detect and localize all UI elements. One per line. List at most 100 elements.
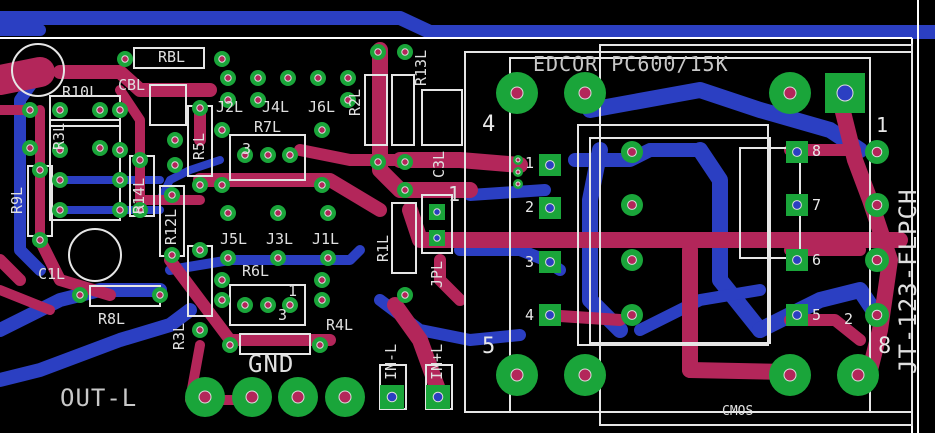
pad-drill: [510, 86, 524, 100]
transformer-outline: [464, 44, 913, 426]
pad-drill: [318, 296, 326, 304]
pad-drill: [515, 157, 521, 163]
pad-drill: [96, 106, 104, 114]
r4l-label: R4L: [326, 316, 354, 334]
pad-drill: [274, 209, 282, 217]
pads: [22, 44, 889, 417]
pad-drill: [136, 156, 144, 164]
pad-drill: [401, 48, 409, 56]
pad-drill: [318, 181, 326, 189]
pad-drill: [318, 126, 326, 134]
pad-drill: [545, 203, 555, 213]
pin-right-5: 5: [812, 306, 822, 324]
pad-drill: [627, 255, 637, 265]
pad-drill: [792, 200, 802, 210]
r3l-b-label: R3L: [170, 322, 188, 350]
pad-drill: [116, 206, 124, 214]
pad-drill: [627, 200, 637, 210]
pad-drill: [871, 254, 883, 266]
j5l-label: J5L: [220, 230, 248, 248]
side-pin-5: 5: [482, 334, 496, 359]
pot-pin3-label: 3: [242, 140, 252, 158]
pad-drill: [168, 251, 176, 259]
jpl-label: JPL: [428, 260, 446, 288]
pad-drill: [515, 169, 521, 175]
j2l-label: J2L: [216, 98, 244, 116]
c1l-label: C1L: [38, 265, 66, 283]
pad-drill: [578, 86, 592, 100]
pad-drill: [56, 176, 64, 184]
pad-drill: [374, 48, 382, 56]
pad-drill: [245, 390, 259, 404]
conn-pin-8: 8: [878, 334, 892, 359]
pad-drill: [401, 291, 409, 299]
pad-drill: [627, 147, 637, 157]
pad-drill: [291, 390, 305, 404]
pad-drill: [836, 84, 854, 102]
r12l-label: R12L: [162, 208, 180, 245]
pad-drill: [344, 74, 352, 82]
transformer-label: EDCOR PC600/15K: [533, 52, 729, 76]
r3l-label: R3L: [50, 122, 68, 150]
pad-drill: [871, 199, 883, 211]
in-plus-label: IN+L: [428, 343, 446, 380]
pad-drill: [218, 276, 226, 284]
pad-drill: [314, 74, 322, 82]
pad-drill: [36, 166, 44, 174]
pad-drill: [218, 181, 226, 189]
pad-drill: [56, 106, 64, 114]
pad-drill: [783, 368, 797, 382]
pad-drill: [96, 144, 104, 152]
j3l-label: J3L: [266, 230, 294, 248]
pad-drill: [171, 136, 179, 144]
cbl-label: CBL: [118, 76, 146, 94]
pad-drill: [318, 276, 326, 284]
out-l-label: OUT-L: [60, 384, 138, 412]
pad-drill: [627, 310, 637, 320]
pad-drill: [386, 391, 398, 403]
r5l-label: R5L: [190, 132, 208, 160]
pin-right-6: 6: [812, 251, 822, 269]
conn-pin-1: 1: [876, 113, 889, 137]
jp-pin1-label: 1: [448, 182, 462, 206]
pad-drill: [510, 368, 524, 382]
r13l-label: R13L: [412, 49, 430, 86]
pad-drill: [224, 96, 232, 104]
pad-drill: [226, 341, 234, 349]
pot2-pin3-label: 3: [278, 306, 288, 324]
pad-drill: [338, 390, 352, 404]
r8l-label: R8L: [98, 310, 126, 328]
gnd-label: GND: [248, 350, 295, 378]
pad-drill: [324, 254, 332, 262]
pin-left-3: 3: [525, 253, 535, 271]
pad-drill: [26, 106, 34, 114]
pad-drill: [241, 301, 249, 309]
pad-drill: [264, 151, 272, 159]
j4l-label: J4L: [262, 98, 290, 116]
pad-drill: [56, 146, 64, 154]
pin-left-1: 1: [525, 154, 535, 172]
pad-drill: [286, 151, 294, 159]
pad-drill: [545, 257, 555, 267]
pad-drill: [401, 158, 409, 166]
pin-left-4: 4: [525, 306, 535, 324]
pin-right-7: 7: [812, 196, 822, 214]
pad-drill: [121, 55, 129, 63]
pad-drill: [224, 209, 232, 217]
rbl-label: RBL: [158, 48, 186, 66]
r7l-label: R7L: [254, 118, 282, 136]
pad-drill: [783, 86, 797, 100]
pad-drill: [851, 368, 865, 382]
cmos-label: CMOS: [722, 404, 754, 419]
pad-drill: [871, 146, 883, 158]
pad-drill: [344, 96, 352, 104]
pad-drill: [545, 310, 555, 320]
connector-label: JT-123-FLPCH: [894, 188, 922, 374]
pad-drill: [26, 144, 34, 152]
pad-drill: [156, 291, 164, 299]
pad-drill: [433, 234, 441, 242]
pad-drill: [871, 309, 883, 321]
pad-drill: [433, 208, 441, 216]
pad-drill: [792, 310, 802, 320]
